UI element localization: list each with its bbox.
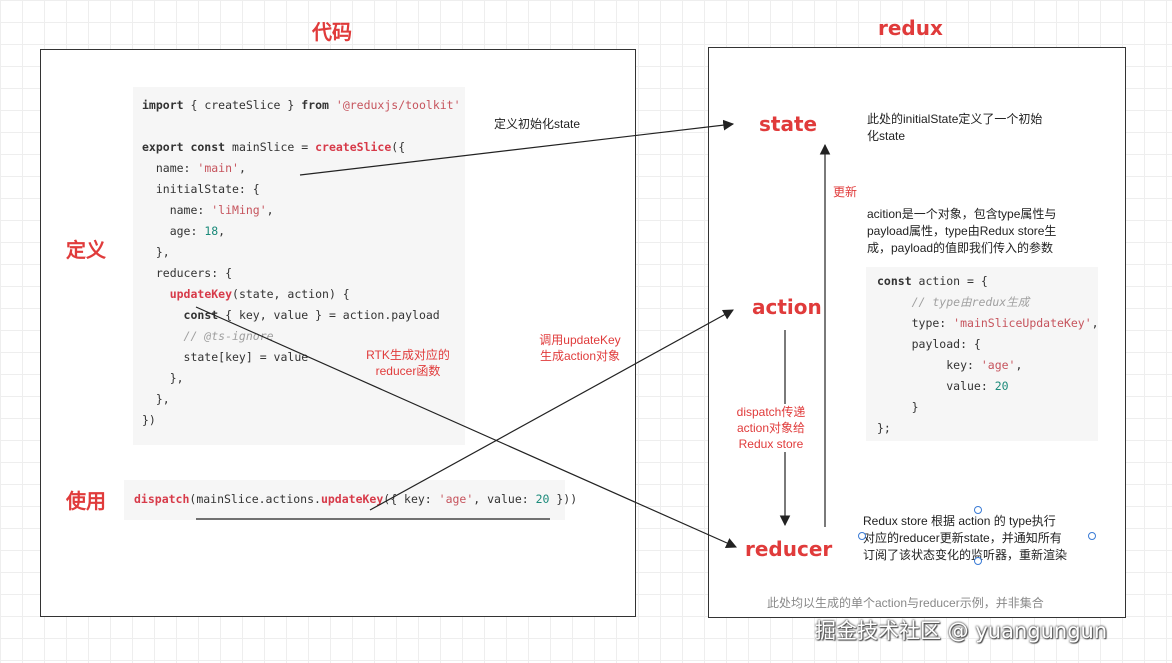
watermark: 掘金技术社区 @ yuangungun — [815, 619, 1108, 643]
dispatch-note: dispatch传递 action对象给 Redux store — [724, 404, 818, 452]
note-line: dispatch传递 — [736, 405, 806, 419]
state-description: 此处的initialState定义了一个初始 化state — [867, 111, 1067, 145]
code-line: // type由redux生成 — [877, 295, 1030, 309]
init-state-note: 定义初始化state — [494, 117, 581, 131]
code-line: name: 'liMing', — [142, 203, 274, 217]
note-line: 生成action对象 — [539, 349, 621, 363]
reducer-description: Redux store 根据 action 的 type执行 对应的reduce… — [863, 513, 1093, 564]
code-line: }; — [877, 421, 891, 435]
code-line: reducers: { — [142, 266, 233, 280]
code-line: const action = { — [877, 274, 988, 288]
rtk-note: RTK生成对应的 reducer函数 — [356, 347, 460, 379]
note-line: action对象给 — [736, 421, 806, 435]
dispatch-code-line: dispatch(mainSlice.actions.updateKey({ k… — [134, 492, 578, 506]
dispatch-code-block: dispatch(mainSlice.actions.updateKey({ k… — [124, 480, 578, 520]
note-line: 对应的reducer更新state，并通知所有 — [863, 531, 1062, 545]
code-line: age: 18, — [142, 224, 226, 238]
redux-section-title: redux — [878, 16, 943, 40]
selection-handle-icon[interactable] — [1088, 532, 1096, 540]
code-section-title: 代码 — [312, 20, 352, 44]
note-line: payload属性，type由Redux store生 — [867, 224, 1057, 238]
code-line: const { key, value } = action.payload — [183, 308, 440, 322]
footnote: 此处均以生成的单个action与reducer示例，并非集合 — [767, 596, 1044, 610]
update-note: 更新 — [833, 185, 858, 199]
code-line: }) — [142, 413, 156, 427]
code-line: updateKey(state, action) { — [169, 287, 350, 301]
note-line: 成，payload的值即我们传入的参数 — [867, 241, 1054, 255]
selection-handle-icon[interactable] — [974, 506, 982, 514]
selection-handle-icon[interactable] — [858, 532, 866, 540]
note-line: RTK生成对应的 — [366, 348, 450, 362]
code-line: }, — [142, 392, 170, 406]
arrow-init-state — [299, 119, 735, 176]
code-line: }, — [142, 245, 170, 259]
code-line: name: 'main', — [142, 161, 246, 175]
note-line: reducer函数 — [375, 364, 441, 378]
note-line: 此处的initialState定义了一个初始 — [867, 112, 1043, 126]
note-line: 订阅了该状态变化的监听器，重新渲染 — [863, 548, 1068, 562]
code-line: export const mainSlice = createSlice({ — [142, 140, 406, 154]
note-line: acition是一个对象，包含type属性与 — [867, 207, 1057, 221]
state-node: state — [759, 112, 818, 136]
note-line: Redux store 根据 action 的 type执行 — [863, 514, 1056, 528]
action-description: acition是一个对象，包含type属性与 payload属性，type由Re… — [867, 206, 1107, 257]
note-line: 调用updateKey — [539, 333, 621, 347]
action-node: action — [752, 295, 822, 319]
call-updatekey-note: 调用updateKey 生成action对象 — [527, 332, 633, 364]
note-line: 化state — [867, 129, 906, 143]
code-line: type: 'mainSliceUpdateKey', — [877, 316, 1099, 330]
code-line: key: 'age', — [877, 358, 1023, 372]
code-line: import { createSlice } from '@reduxjs/to… — [142, 98, 461, 112]
create-slice-code-block: import { createSlice } from '@reduxjs/to… — [133, 87, 465, 445]
action-object-code-block: const action = { // type由redux生成 type: '… — [866, 267, 1099, 441]
code-line: value: 20 — [877, 379, 1009, 393]
arrow-updatekey-to-reducer — [195, 306, 737, 548]
reducer-node: reducer — [745, 537, 833, 561]
code-line: } — [877, 400, 919, 414]
code-line: payload: { — [877, 337, 981, 351]
define-label: 定义 — [66, 238, 106, 262]
selection-handle-icon[interactable] — [974, 557, 982, 565]
code-line: initialState: { — [142, 182, 260, 196]
note-line: Redux store — [738, 437, 804, 451]
code-line: // @ts-ignore — [142, 329, 274, 343]
arrow-dispatch-to-action — [369, 309, 734, 511]
use-label: 使用 — [66, 489, 106, 513]
code-line: }, — [142, 371, 184, 385]
